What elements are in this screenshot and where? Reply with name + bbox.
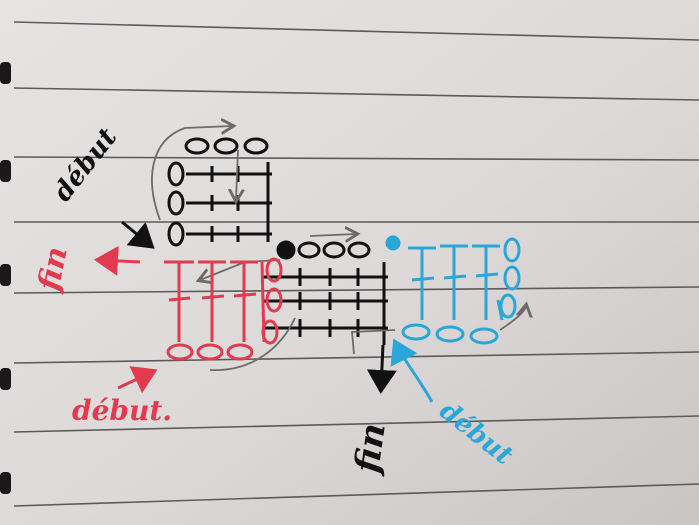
binding-holes <box>0 62 11 494</box>
red-arrows <box>94 245 158 394</box>
end-arrow-icon <box>366 344 397 394</box>
label-red-start: début. <box>72 394 172 427</box>
ruled-lines <box>13 21 699 507</box>
label-black-end: fin <box>347 421 394 479</box>
start-pointer-arrow-icon <box>121 220 155 249</box>
blue-arrow <box>390 338 434 403</box>
black-middle-rows <box>262 240 388 345</box>
red-stitch-chart <box>164 257 283 361</box>
blue-stitch-chart <box>385 235 521 345</box>
